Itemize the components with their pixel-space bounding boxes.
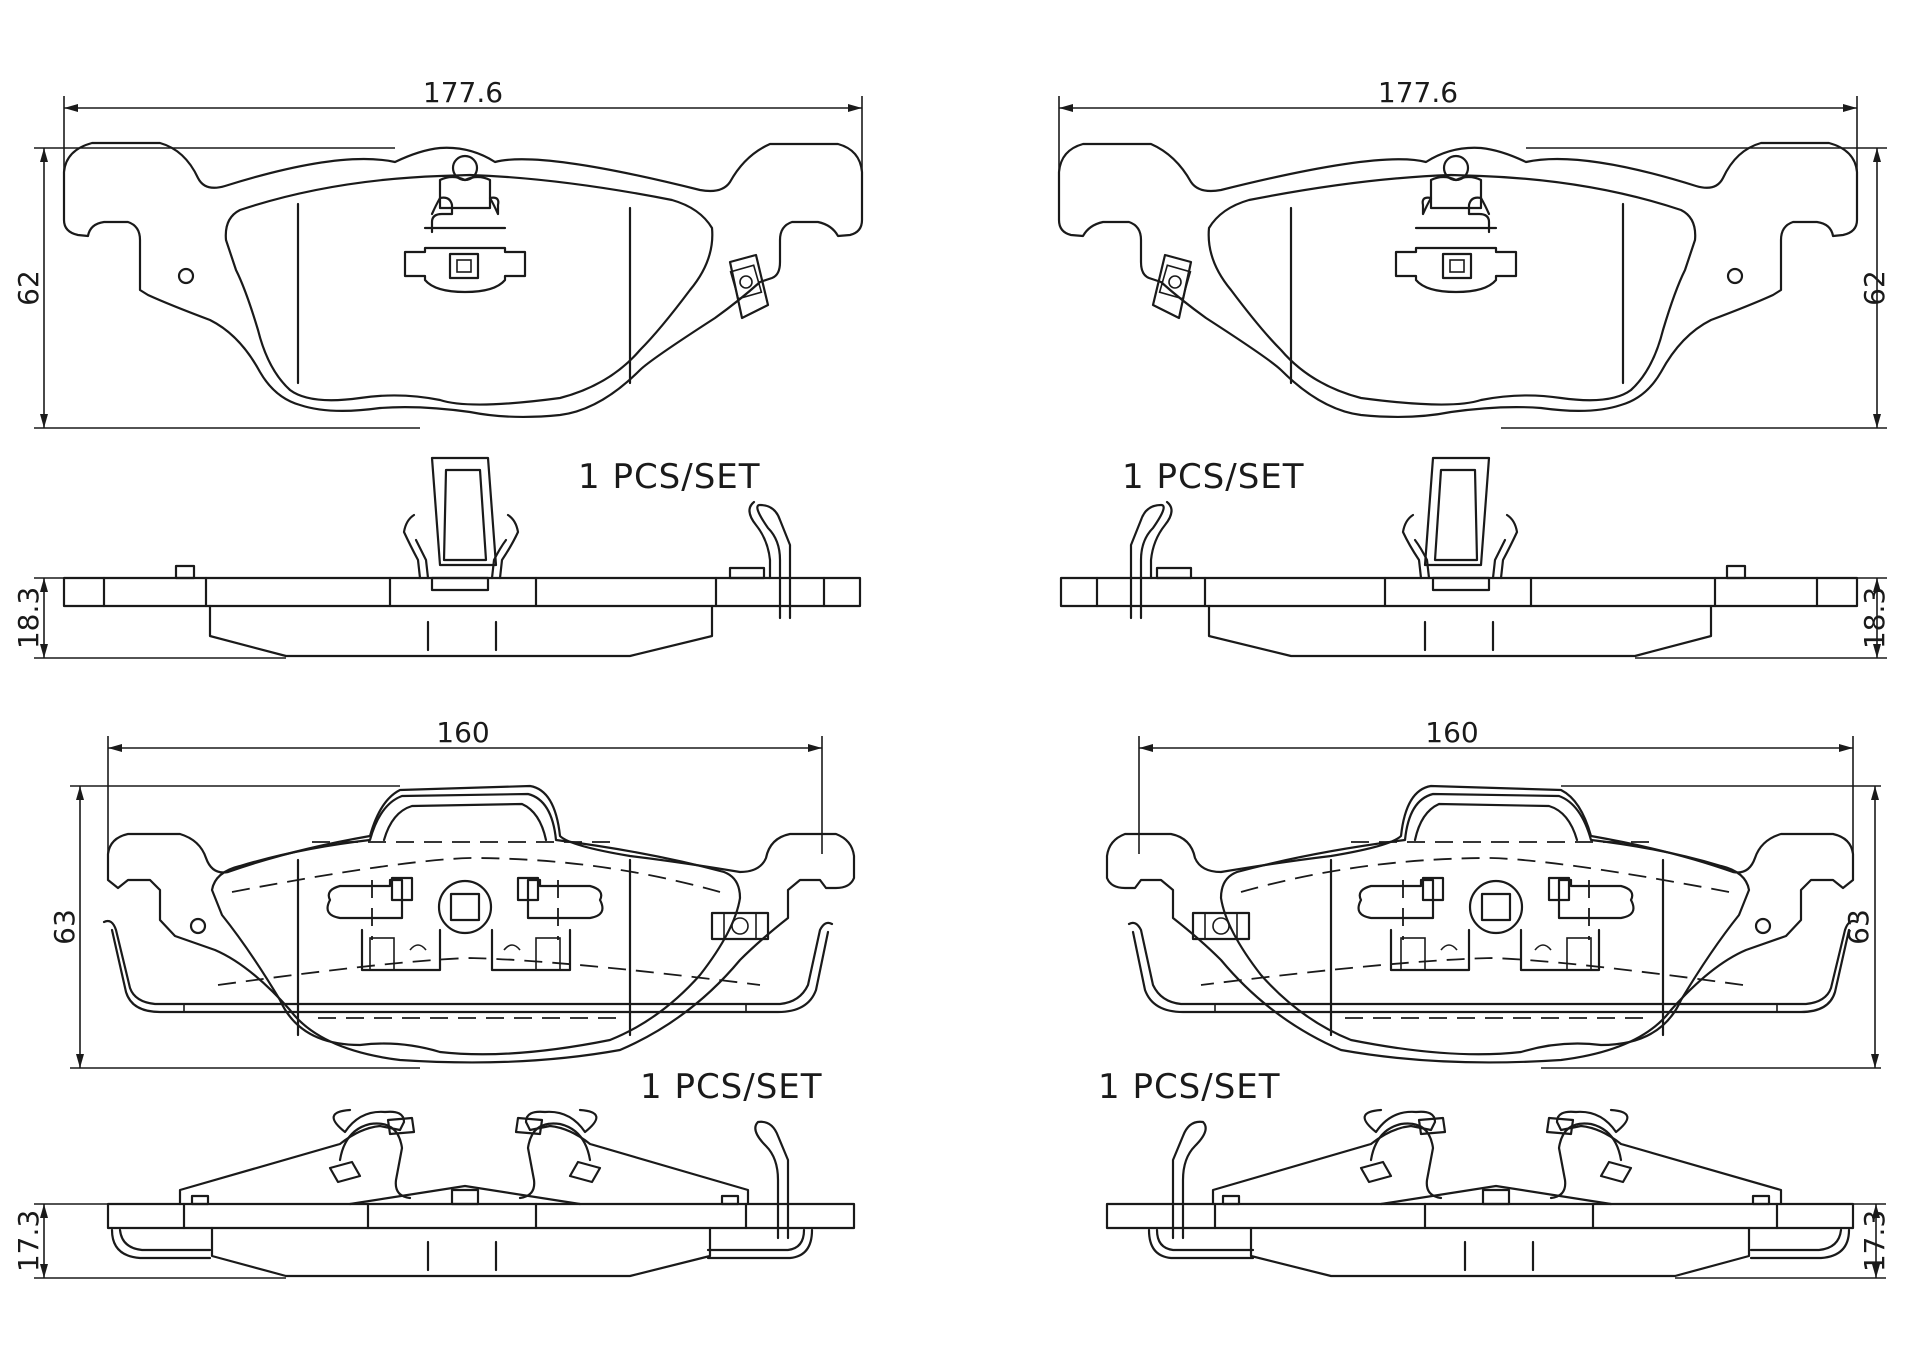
rear-left-thickness-label: 17.3: [12, 1210, 45, 1272]
front-right-height-label: 62: [1858, 270, 1891, 306]
rear-left-height-label: 63: [48, 909, 81, 945]
rear-right-thickness-label: 17.3: [1858, 1210, 1891, 1272]
rear-right-width-label: 160: [1425, 716, 1478, 749]
front-right-quantity-label: 1 PCS/SET: [1122, 457, 1305, 497]
front-left-width-label: 177.6: [423, 76, 503, 109]
front-left-quantity-label: 1 PCS/SET: [578, 457, 761, 497]
front-right-width-label: 177.6: [1378, 76, 1458, 109]
front-right-thickness-label: 18.3: [1858, 587, 1891, 649]
rear-left-width-label: 160: [436, 716, 489, 749]
front-left-thickness-label: 18.3: [12, 587, 45, 649]
front-pad-left: [34, 96, 864, 659]
rear-left-quantity-label: 1 PCS/SET: [640, 1067, 823, 1107]
rear-right-quantity-label: 1 PCS/SET: [1098, 1067, 1281, 1107]
front-left-height-label: 62: [12, 270, 45, 306]
front-pad-right: [1057, 96, 1887, 659]
rear-pad-left: [34, 736, 856, 1279]
rear-pad-right: [1105, 736, 1886, 1279]
rear-right-height-label: 63: [1842, 909, 1875, 945]
